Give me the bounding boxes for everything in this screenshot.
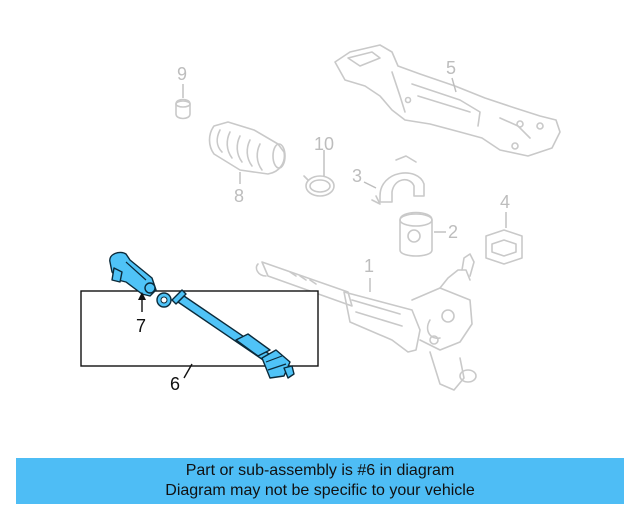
callout-9: 9 (177, 64, 187, 84)
part-5-crossmember (334, 44, 561, 157)
callout-3: 3 (352, 166, 362, 186)
part-6-tie-rod[interactable] (156, 289, 295, 379)
part-1-steering-gear (255, 253, 477, 391)
part-7-tie-rod-end[interactable] (109, 251, 157, 297)
callout-10: 10 (314, 134, 334, 154)
callout-8: 8 (234, 186, 244, 206)
callout-2: 2 (448, 222, 458, 242)
part-3-bracket (371, 155, 425, 205)
part-9-clamp (175, 98, 191, 120)
callout-1: 1 (364, 256, 374, 276)
callout-6: 6 (170, 374, 180, 394)
part-8-boot (208, 121, 286, 175)
part-10-clamp (303, 175, 335, 197)
parts-diagram: 5 9 8 10 3 2 (80, 44, 561, 394)
callout-5: 5 (446, 58, 456, 78)
banner-line-1: Part or sub-assembly is #6 in diagram (185, 462, 455, 479)
part-4-insulator (485, 229, 523, 265)
banner-line-2: Diagram may not be specific to your vehi… (165, 482, 475, 499)
callout-7: 7 (136, 316, 146, 336)
info-banner: Part or sub-assembly is #6 in diagram Di… (16, 458, 624, 504)
callout-4: 4 (500, 192, 510, 212)
part-2-bushing (399, 211, 433, 257)
